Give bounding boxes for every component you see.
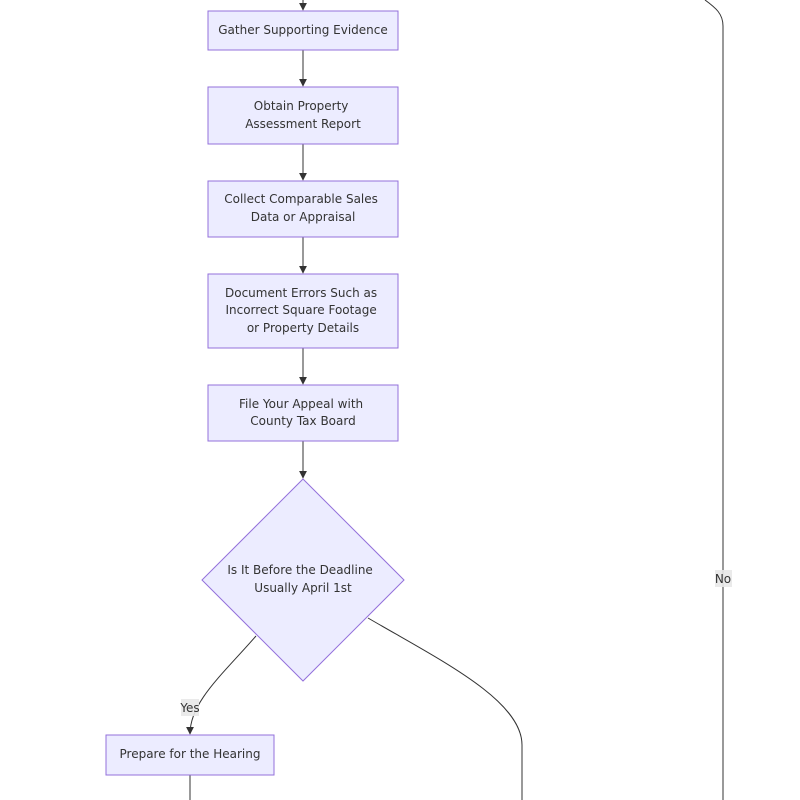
edge-no-loop [704,0,724,800]
svg-text:Document Errors Such as: Document Errors Such as Incorrect Square… [225,286,381,335]
svg-text:Yes: Yes [179,701,199,715]
edge-decision-right [367,617,523,800]
node-prepare-hearing: Prepare for the Hearing [105,734,275,776]
edges [186,0,724,800]
svg-text:File Your Appeal with Co: File Your Appeal with County Tax Board [239,397,367,428]
edge-decision-yes [186,635,257,735]
svg-text:Obtain Property Assessme: Obtain Property Assessment Report [245,99,361,131]
edge-label-no: No [715,570,732,587]
svg-text:Collect Comparable Sales: Collect Comparable Sales Data or Apprais… [224,192,381,224]
edge-label-yes: Yes [179,699,200,716]
node-obtain-report: Obtain Property Assessment Report [207,86,399,145]
node-collect-sales: Collect Comparable Sales Data or Apprais… [207,180,399,238]
svg-text:No: No [715,572,731,586]
node-gather-evidence: Gather Supporting Evidence [207,10,399,51]
node-document-errors: Document Errors Such as Incorrect Square… [207,273,399,349]
svg-text:Gather Supporting Evidence: Gather Supporting Evidence [218,23,388,37]
decision-deadline: Is It Before the Deadline Usually April … [201,478,405,682]
node-file-appeal: File Your Appeal with County Tax Board [207,384,399,442]
svg-text:Prepare for the Hearing: Prepare for the Hearing [120,747,261,761]
svg-text:Is It Before the Deadline: Is It Before the Deadline Usually April … [227,563,376,595]
